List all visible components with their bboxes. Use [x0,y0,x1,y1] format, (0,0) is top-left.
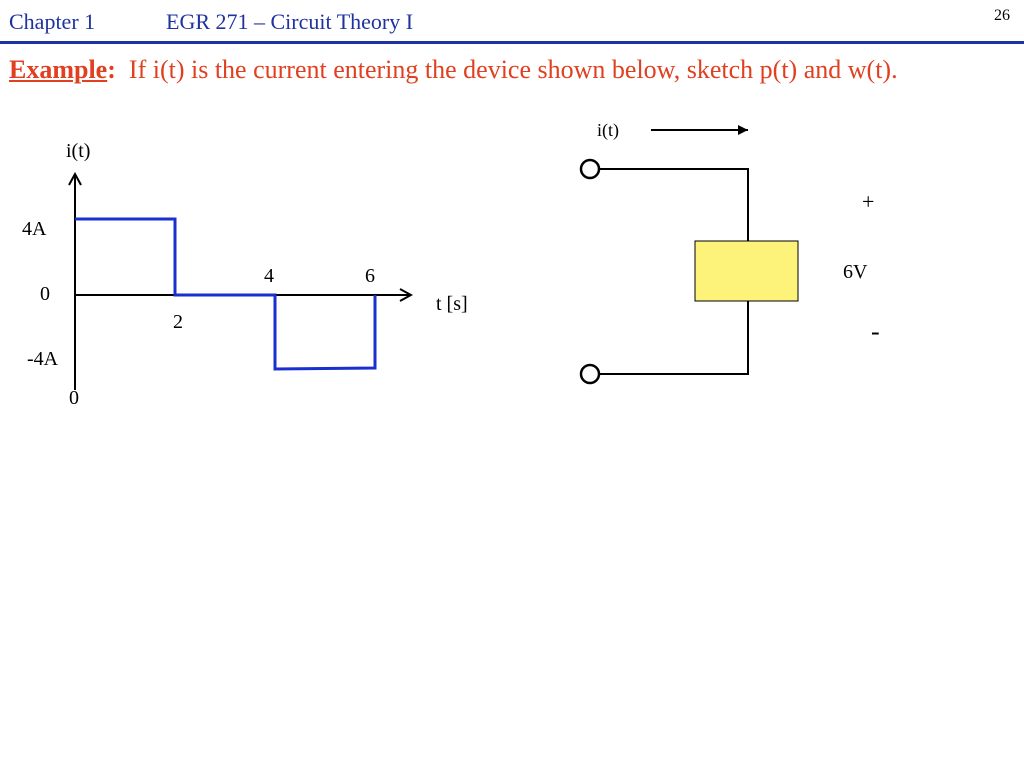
current-waveform-graph: i(t) 4A 0 -4A 0 2 4 6 t [s] [22,140,468,409]
problem-text: If i(t) is the current entering the devi… [128,55,898,84]
x-tick-4: 4 [264,265,274,287]
y-tick-0: 0 [40,283,50,305]
voltage-label: 6V [843,261,868,283]
top-wire [599,168,749,241]
minus-sign: - [871,317,880,346]
chapter-label: Chapter 1 [9,9,96,34]
current-label: i(t) [597,120,619,141]
header-divider [0,41,1024,44]
slide-header: Chapter 1 EGR 271 – Circuit Theory I 26 [0,0,1024,44]
bottom-terminal [579,363,601,385]
plus-sign: + [862,189,874,214]
device-box [694,240,799,302]
problem-statement: Example: If i(t) is the current entering… [9,53,1014,87]
page-number: 26 [994,7,1010,24]
y-axis-label: i(t) [66,140,90,162]
x-axis-label: t [s] [436,293,468,315]
top-terminal [579,158,601,180]
example-colon: : [107,55,116,84]
example-label: Example [9,55,108,84]
y-tick-neg-4a: -4A [27,348,59,370]
x-tick-2: 2 [173,311,183,333]
device-circuit: i(t) + 6V - [579,120,880,385]
x-tick-6: 6 [365,265,375,287]
course-title: EGR 271 – Circuit Theory I [166,9,414,34]
origin-label: 0 [69,387,79,409]
bottom-wire [599,301,749,375]
y-tick-4a: 4A [22,218,47,240]
current-waveform [75,217,377,371]
